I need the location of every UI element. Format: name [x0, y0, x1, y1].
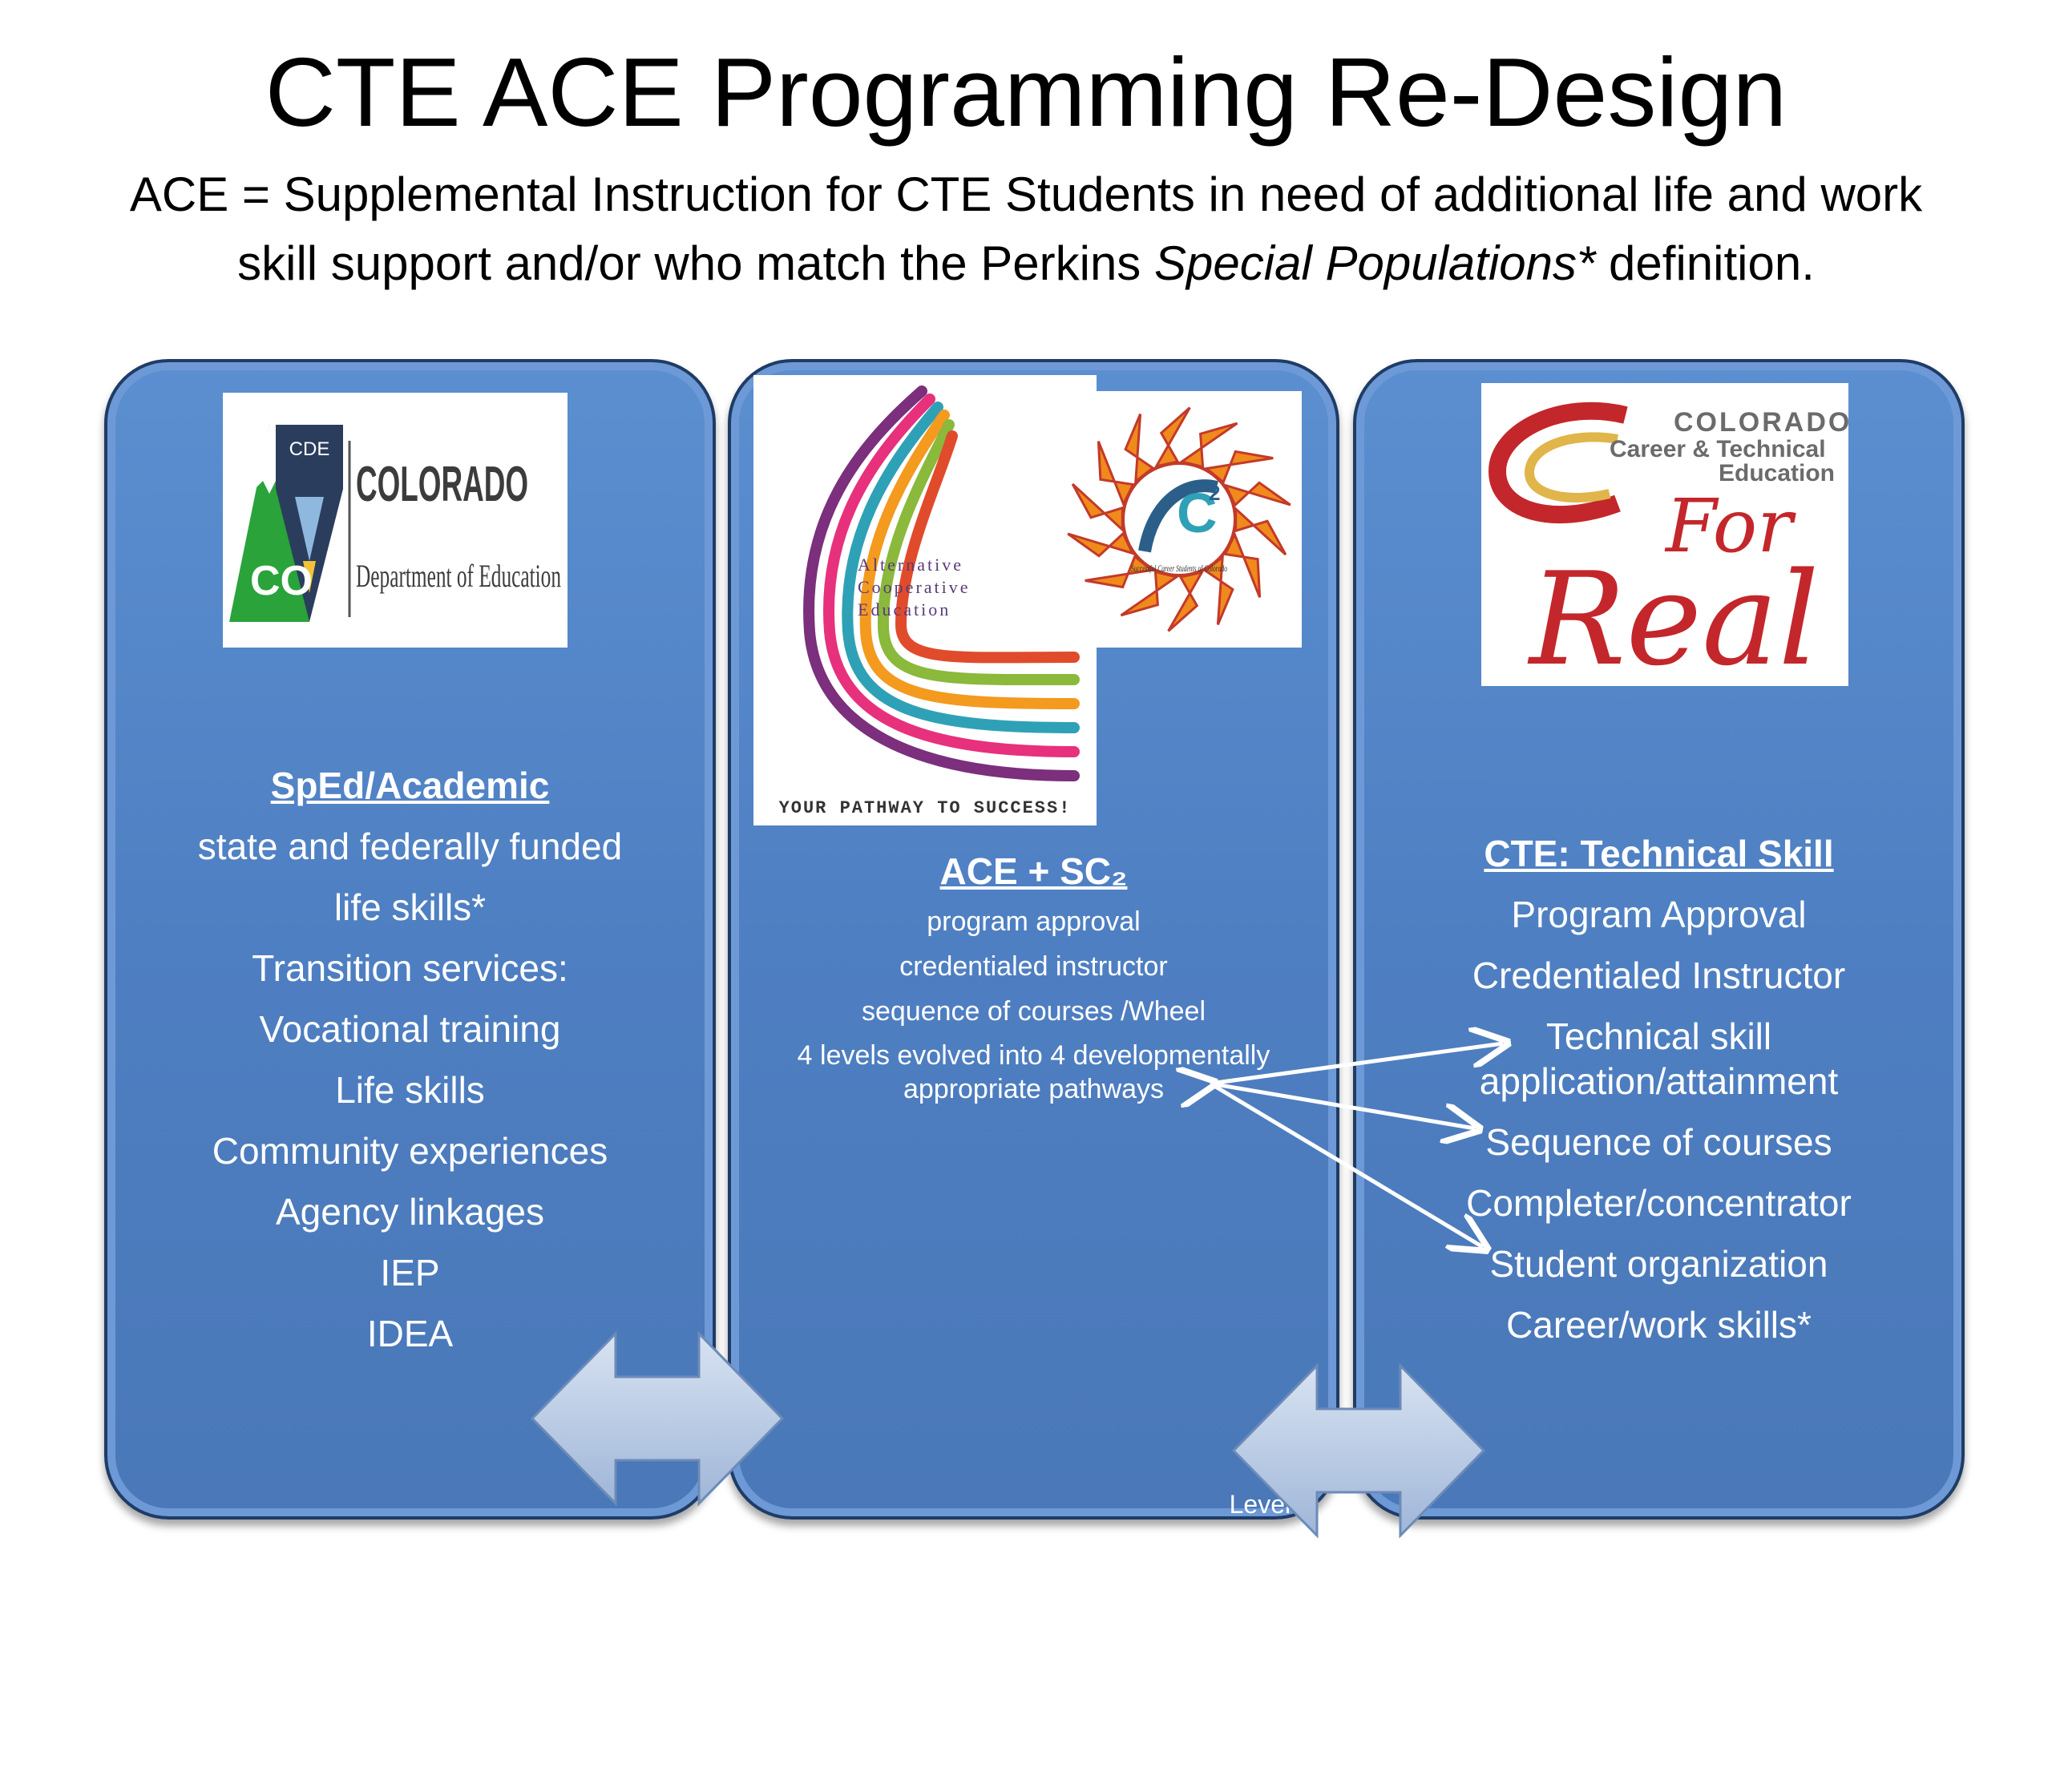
technical-line-2: application/attainment	[1479, 1060, 1839, 1102]
cde-logo-graphic: CDE CO COLORADO Department of Education	[229, 425, 561, 622]
list-item: Career/work skills*	[1506, 1304, 1812, 1346]
double-arrow-icon	[530, 1330, 785, 1507]
sped-academic-list: state and federally funded life skills* …	[107, 816, 713, 1364]
sc2-logo: C 2 Successful Career Students of Colora…	[1056, 391, 1302, 648]
star-icon	[295, 497, 324, 561]
sc2-superscript: 2	[1209, 481, 1220, 505]
list-item: Completer/concentrator	[1466, 1182, 1852, 1224]
list-item: Work Based Learning/Apprenticeship/Job A…	[780, 1620, 1311, 1650]
pathway-swoosh-icon	[803, 385, 1080, 781]
department-of-education-text: Department of Education	[356, 558, 561, 594]
swoosh-icon	[1138, 479, 1218, 553]
sc2-mark: C	[1177, 482, 1218, 544]
list-item: Vocational training	[259, 1008, 561, 1050]
subtitle-italic: Special Populations*	[1153, 236, 1596, 290]
arrow-to-student-organization	[1209, 1081, 1483, 1247]
sped-academic-heading: SpEd/Academic	[270, 765, 550, 806]
arrow-to-sequence	[1210, 1081, 1475, 1128]
subtitle-text: ACE = Supplemental Instruction for CTE S…	[129, 167, 1923, 290]
list-item: Transition services:	[252, 947, 568, 989]
technical-line-1: Technical skill	[1545, 1015, 1772, 1057]
stripe-icon	[303, 561, 316, 593]
ace-tagline: YOUR PATHWAY TO SUCCESS!	[779, 798, 1072, 818]
for-wordmark: For	[1664, 483, 1796, 569]
list-item: Sequence of courses	[1485, 1121, 1832, 1163]
arrow-to-technical-skill	[1210, 1043, 1503, 1084]
pathways-line-2: appropriate pathways	[903, 1074, 1165, 1104]
connector-arrows	[0, 0, 2052, 1539]
ace-sc2-tail-list: Inter/intra-curricular student organizat…	[731, 1699, 1336, 1792]
mountain-icon	[229, 425, 309, 622]
page-title: CTE ACE Programming Re-Design	[265, 38, 1787, 147]
list-item: Work/life skills*	[936, 1752, 1131, 1785]
list-item: Credentialed Instructor	[1472, 955, 1846, 996]
subtitle-end: definition.	[1595, 236, 1815, 290]
ace-line-3: Education	[858, 599, 951, 620]
ace-logo-graphic: Alternative Cooperative Education YOUR P…	[779, 385, 1080, 818]
list-item: life skills*	[333, 886, 487, 928]
real-wordmark: Real	[1527, 544, 1820, 686]
page-subtitle: ACE = Supplemental Instruction for CTE S…	[96, 160, 1956, 298]
cte-technical-heading: CTE: Technical Skill	[1484, 833, 1834, 874]
list-item: IDEA	[366, 1313, 454, 1354]
list-item: Agency linkages	[276, 1191, 544, 1233]
sc2-caption: Successful Career Students of Colorado	[1131, 563, 1227, 574]
cte-state-text: COLORADO	[1674, 407, 1848, 438]
c-swoosh-icon	[1488, 402, 1628, 524]
ace-line-2: Cooperative	[858, 577, 971, 597]
sc2-logo-graphic: C 2 Successful Career Students of Colora…	[1067, 406, 1291, 632]
list-item: program approval	[927, 906, 1141, 937]
ace-line-1: Alternative	[858, 555, 963, 575]
double-arrow-icon	[1231, 1362, 1486, 1539]
list-item: Credit Recovery ACE	[1068, 1665, 1311, 1693]
cte-technical-list: Program Approval Credentialed Instructor…	[1356, 884, 1961, 1355]
sped-academic-text: SpEd/Academic state and federally funded…	[107, 755, 713, 1364]
co-initials: CO	[250, 558, 313, 604]
cte-line-3: Education	[1719, 460, 1835, 486]
colorado-wordmark: COLORADO	[356, 457, 528, 512]
list-item: state and federally funded	[197, 825, 623, 867]
cte-for-real-logo: COLORADO Career & Technical Education Fo…	[1481, 383, 1849, 694]
list-item: Student organization	[1489, 1243, 1828, 1285]
list-item: CCR/PWR ACE	[1129, 1577, 1311, 1606]
ace-sc2-heading: ACE + SC₂	[939, 850, 1128, 892]
cte-technical-panel: CTE: Technical Skill Program Approval Cr…	[1353, 359, 1965, 1520]
list-item: sequence of courses /Wheel	[861, 996, 1206, 1027]
cte-technical-text: CTE: Technical Skill Program Approval Cr…	[1356, 823, 1961, 1355]
list-item: Program Approval	[1511, 894, 1807, 935]
list-item: Inter/intra-curricular student organizat…	[774, 1705, 1293, 1738]
cte-line-2: Career & Technical	[1610, 436, 1826, 462]
list-item: IEP	[380, 1252, 440, 1294]
cde-badge-text: CDE	[289, 438, 330, 460]
cte-logo-graphic: COLORADO Career & Technical Education Fo…	[1488, 402, 1849, 694]
cde-logo: CDE CO COLORADO Department of Education	[223, 393, 568, 648]
c-inner-icon	[1524, 432, 1618, 502]
ace-logo: Alternative Cooperative Education YOUR P…	[753, 375, 1097, 825]
list-item: credentialed instructor	[899, 951, 1168, 982]
list-item: Life skills	[335, 1069, 485, 1111]
list-item: Community experiences	[212, 1130, 608, 1172]
